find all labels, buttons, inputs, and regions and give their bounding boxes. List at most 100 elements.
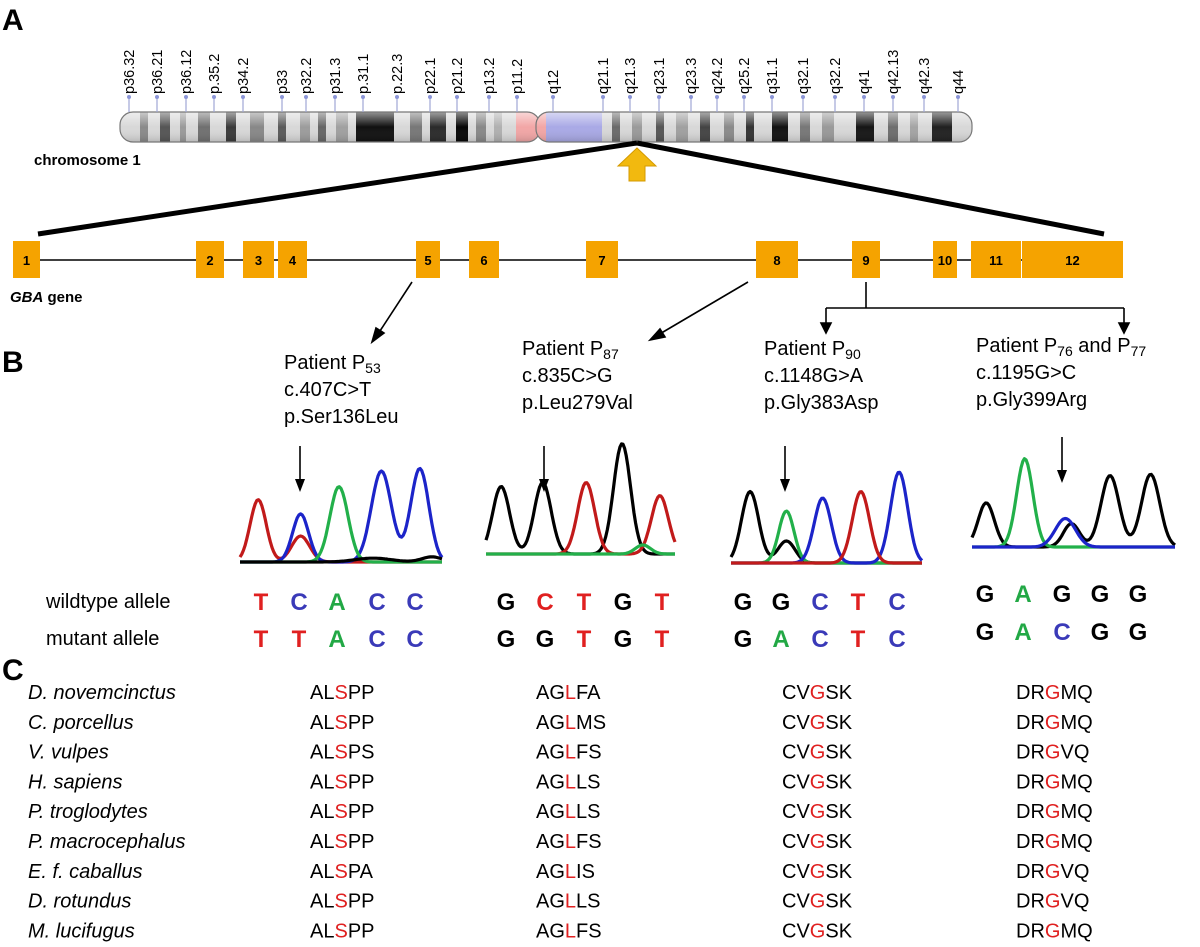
sequence-motif: AGLFS (536, 742, 602, 764)
exon-label: 7 (598, 253, 605, 268)
wildtype-base: T (254, 589, 269, 616)
residue: R (1030, 801, 1044, 823)
residue: C (782, 861, 796, 883)
residue: V (796, 712, 810, 734)
band-label: p31.3 (328, 58, 344, 94)
band-label: q25.2 (737, 58, 753, 94)
residue: P (361, 831, 374, 853)
band-marker: p36.12 (179, 50, 195, 112)
band-marker: q21.3 (623, 58, 639, 112)
mutant-base: G (614, 626, 633, 653)
sequence-motif: ALSPP (310, 771, 375, 793)
trace (970, 472, 1176, 549)
mutant-base: C (368, 626, 385, 653)
cdna-change: c.407C>T (284, 379, 371, 401)
protein-change: p.Ser136Leu (284, 406, 399, 428)
residue: P (348, 742, 361, 764)
residue: G (810, 891, 826, 913)
exon-label: 6 (480, 253, 487, 268)
residue: G (1045, 801, 1061, 823)
wildtype-base: G (734, 589, 753, 616)
residue: C (782, 801, 796, 823)
residue: D (1016, 771, 1030, 793)
sequence-motif: CVGSK (782, 801, 853, 823)
residue: S (334, 891, 347, 913)
residue: C (782, 771, 796, 793)
residue: P (361, 682, 374, 704)
band-marker: p22.1 (423, 58, 439, 112)
band-label: q31.1 (765, 58, 781, 94)
residue: L (576, 801, 587, 823)
exon-2: 2 (196, 241, 224, 278)
band-label: q44 (951, 70, 967, 94)
band-label: p36.32 (122, 50, 138, 94)
band-label: p.31.1 (356, 54, 372, 94)
mutant-base: A (328, 626, 345, 653)
species-name: H. sapiens (28, 771, 123, 793)
residue: L (565, 801, 576, 823)
residue: D (1016, 742, 1030, 764)
wildtype-base: T (655, 589, 670, 616)
residue: Q (1074, 742, 1090, 764)
sequence-motif: AGLFA (536, 682, 601, 704)
residue: R (1030, 742, 1044, 764)
patient-subscript: 87 (603, 346, 619, 362)
residue: L (323, 742, 334, 764)
sequence-motif: CVGSK (782, 712, 853, 734)
band-label: p11.2 (510, 59, 526, 94)
band-label: p21.2 (450, 58, 466, 94)
residue: K (839, 742, 853, 764)
chromatogram (484, 442, 677, 556)
species-name: C. porcellus (28, 712, 134, 734)
residue: D (1016, 712, 1030, 734)
wildtype-base: T (577, 589, 592, 616)
residue: L (323, 771, 334, 793)
cdna-change: c.1195G>C (976, 362, 1076, 384)
band-marker: q42.3 (917, 58, 933, 112)
band-label: p22.1 (423, 58, 439, 94)
mutant-base: G (536, 626, 555, 653)
residue: P (348, 831, 361, 853)
residue: L (565, 712, 576, 734)
patient-subscript: 77 (1131, 343, 1147, 359)
residue: L (323, 861, 334, 883)
residue: L (565, 891, 576, 913)
residue: P (348, 712, 361, 734)
patient-id: Patient P87 (522, 338, 619, 362)
band-label: p34.2 (236, 58, 252, 94)
residue: L (323, 682, 334, 704)
band-label: q32.1 (796, 58, 812, 94)
band-label: q23.3 (684, 58, 700, 94)
residue: G (1045, 771, 1061, 793)
residue: F (576, 920, 588, 942)
panel-label-c: C (2, 654, 24, 687)
band-marker: p36.32 (122, 50, 138, 112)
residue: Q (1077, 920, 1093, 942)
residue: C (782, 920, 796, 942)
residue: G (1045, 891, 1061, 913)
locus-arrow-icon (616, 147, 658, 182)
residue: S (587, 891, 600, 913)
band-marker: p13.2 (482, 58, 498, 112)
residue: D (1016, 861, 1030, 883)
residue: S (334, 831, 347, 853)
residue: Q (1074, 891, 1090, 913)
residue: F (576, 742, 588, 764)
residue: P (361, 771, 374, 793)
residue: Q (1074, 861, 1090, 883)
residue: A (587, 682, 601, 704)
wildtype-base: G (1053, 581, 1072, 608)
band-marker: p32.2 (299, 58, 315, 112)
chromatogram (238, 466, 444, 564)
residue: P (361, 801, 374, 823)
mutant-base: C (1053, 619, 1070, 646)
residue: A (310, 712, 324, 734)
